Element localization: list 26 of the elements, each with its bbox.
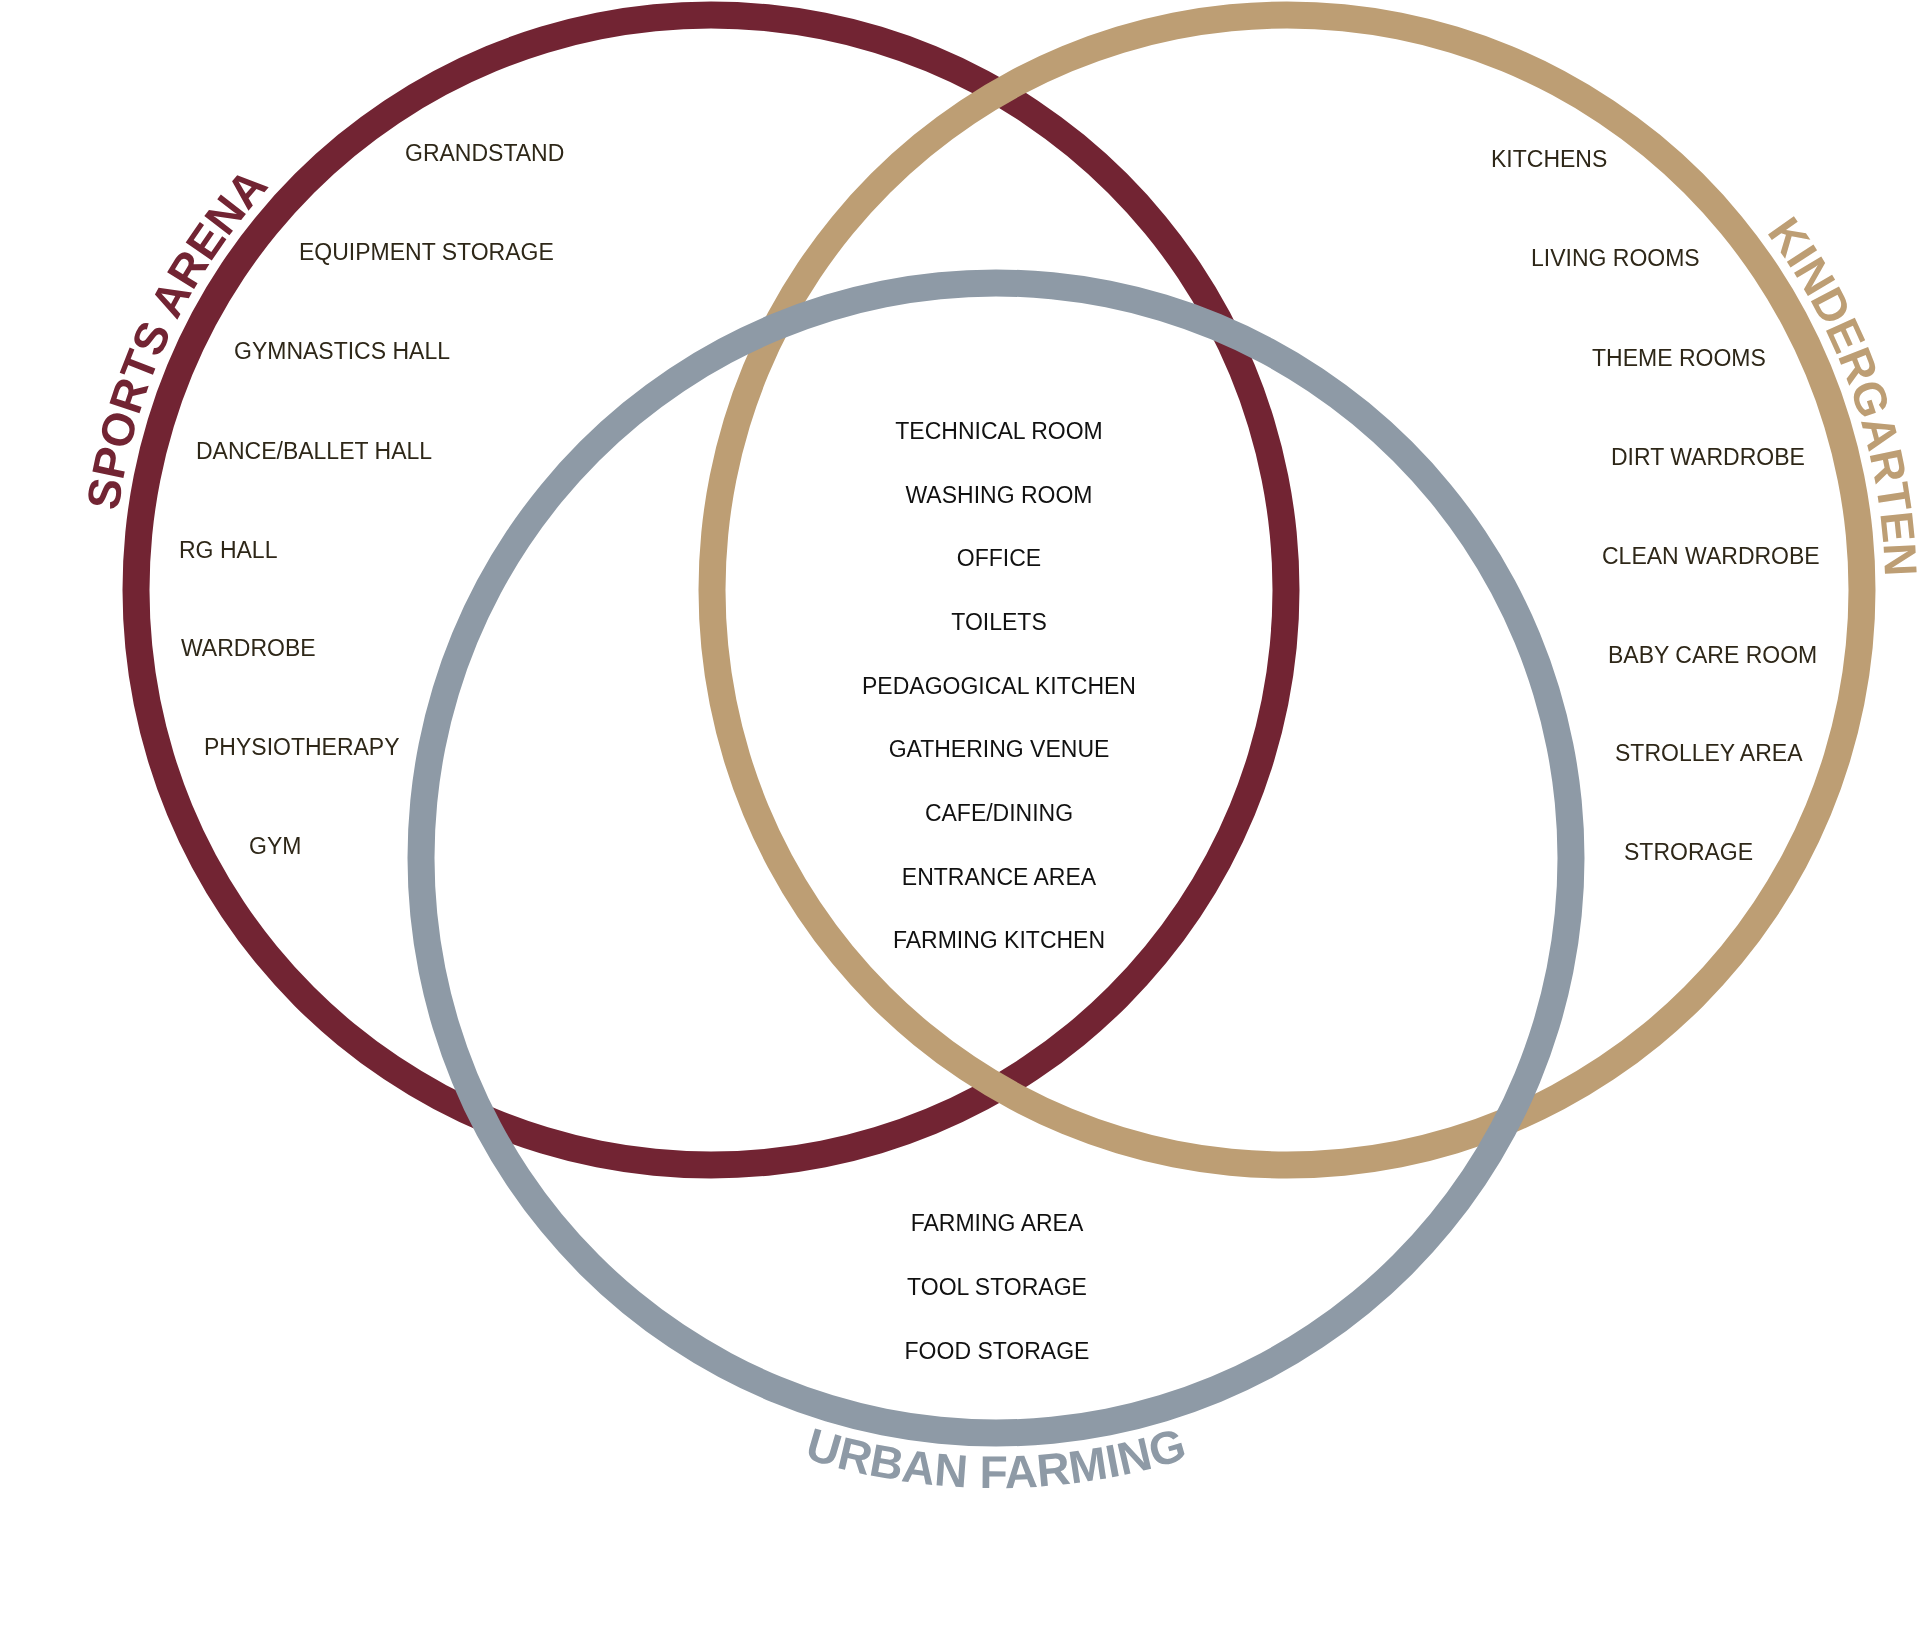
room-label: TOILETS — [951, 608, 1047, 636]
room-label: TOOL STORAGE — [907, 1273, 1087, 1301]
room-label: WASHING ROOM — [905, 481, 1093, 509]
room-label: LIVING ROOMS — [1531, 244, 1700, 272]
room-label: RG HALL — [179, 536, 278, 564]
room-label: FARMING AREA — [910, 1209, 1084, 1237]
room-label: ENTRANCE AREA — [901, 863, 1097, 891]
room-label: GYM — [249, 832, 302, 860]
room-label: FOOD STORAGE — [904, 1337, 1090, 1365]
room-label: EQUIPMENT STORAGE — [299, 238, 554, 266]
room-label: STROLLEY AREA — [1615, 739, 1803, 767]
room-label: TECHNICAL ROOM — [895, 417, 1103, 445]
set-title: URBAN FARMING — [800, 1417, 1192, 1499]
room-label: GRANDSTAND — [405, 139, 565, 167]
room-label: PEDAGOGICAL KITCHEN — [862, 672, 1136, 700]
room-label: PHYSIOTHERAPY — [204, 733, 400, 761]
room-label: STRORAGE — [1624, 838, 1754, 866]
room-label: KITCHENS — [1491, 145, 1608, 173]
room-label: WARDROBE — [181, 634, 316, 662]
room-label: BABY CARE ROOM — [1608, 641, 1818, 669]
room-label: FARMING KITCHEN — [892, 926, 1106, 954]
room-label: GYMNASTICS HALL — [234, 337, 450, 365]
room-label: CAFE/DINING — [924, 799, 1074, 827]
room-label: OFFICE — [956, 544, 1042, 572]
room-label: GATHERING VENUE — [888, 735, 1110, 763]
room-label: THEME ROOMS — [1592, 344, 1766, 372]
